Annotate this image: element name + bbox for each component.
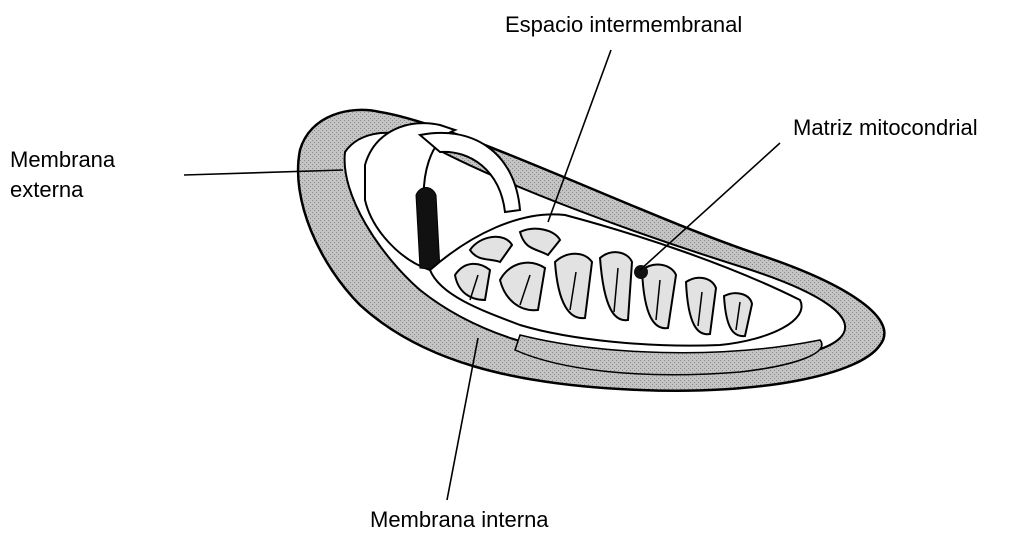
label-intermembrane-space: Espacio intermembranal [505,10,742,40]
dark-interior [416,188,440,271]
label-mitochondrial-matrix: Matriz mitocondrial [793,113,978,143]
label-outer-membrane-line1: Membrana [10,145,115,175]
label-outer-membrane-line2: externa [10,175,115,205]
label-outer-membrane: Membrana externa [10,145,115,205]
matrix-granule [634,265,648,279]
label-inner-membrane: Membrana interna [370,505,549,535]
